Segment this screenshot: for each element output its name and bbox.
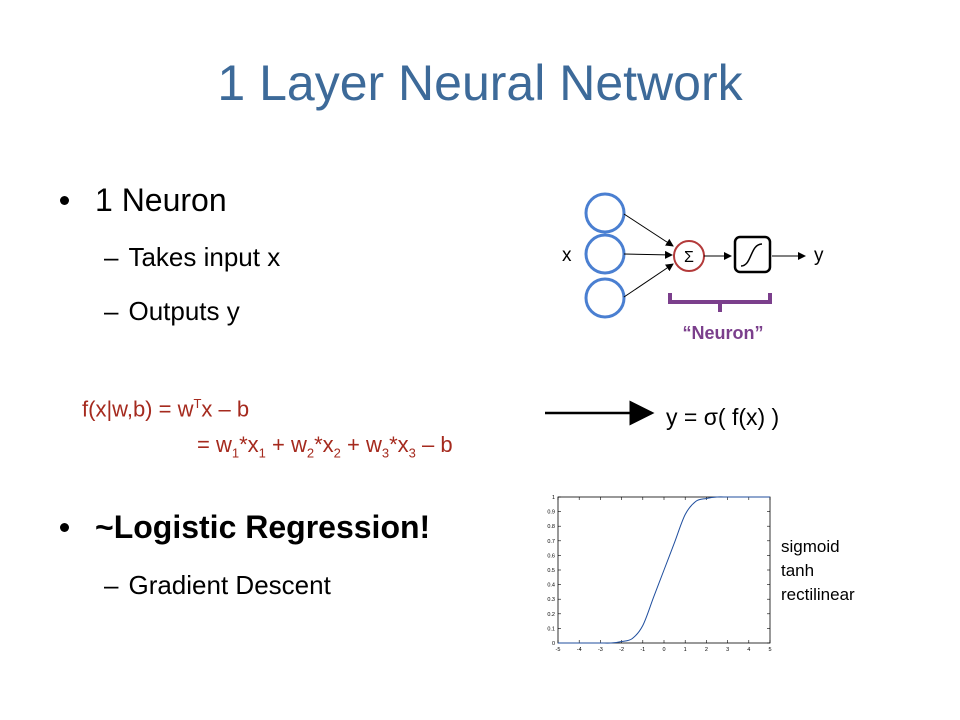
x-tick-label: 5 [768,647,771,653]
bullet-dot [60,523,69,532]
x-tick-label: 1 [684,647,687,653]
x-tick-label: 2 [705,647,708,653]
sub-bullet-output: – Outputs y [104,296,240,327]
activation-list: sigmoid tanh rectilinear [781,535,855,607]
x-tick-label: 4 [747,647,750,653]
bullet-text: 1 Neuron [95,182,227,218]
formula-line1: f(x|w,b) = wTx – b [82,396,249,422]
formula-subscript: 1 [231,445,240,461]
x-tick-label: -4 [577,647,582,653]
formula-sup: T [193,396,202,411]
y-tick-label: 0.4 [547,583,555,589]
formula-term: + w [340,432,382,457]
slide-title: 1 Layer Neural Network [217,55,743,111]
input-node [584,192,626,234]
edge [623,250,673,259]
bullet-dot [60,196,69,205]
x-tick-label: -3 [598,647,603,653]
bullet-1neuron: 1 Neuron [60,182,227,219]
formula-term: – b [415,432,453,457]
y-tick-label: 0.2 [547,612,555,618]
y-tick-label: 0.9 [547,510,555,516]
x-tick-label: 3 [726,647,729,653]
sigmoid-chart: 0 0.1 0.2 0.3 0.4 0.5 0.6 0.7 0.8 0.9 1 -5 -4 -3 -2 -1 0… [547,495,771,653]
y-tick-label: 1 [552,495,555,501]
sum-node [673,240,705,272]
formula-suffix: x – b [201,396,250,422]
formula-term: = w [197,432,232,457]
y-tick-label: 0.6 [547,553,555,559]
formula-subscript: 2 [306,445,315,461]
y-tick-label: 0.5 [547,568,555,574]
activation-box [733,235,772,274]
edge [623,263,674,298]
formula-subscript: 1 [258,445,266,461]
x-tick-label: -2 [619,647,624,653]
neuron-label: “Neuron” [683,323,764,343]
formula-prefix: f(x|w,b) = w [82,396,194,422]
sigmoid-series-line [558,496,770,644]
activation-item: sigmoid [781,537,840,556]
output-equation: y = σ( f(x) ) [666,404,780,430]
y-tick-label: 0.8 [547,524,555,530]
activation-item: rectilinear [781,585,855,604]
x-tick-label: 0 [662,647,665,653]
y-tick-label: 0.7 [547,539,555,545]
x-label: x [562,245,572,266]
neuron-brace [668,293,772,312]
x-tick-label: -5 [556,647,561,653]
x-tick-label: -1 [640,647,645,653]
formula-term: *x [314,432,334,457]
input-node [584,233,626,275]
dash: – [104,296,119,326]
dash: – [104,570,119,600]
formula-subscript: 3 [381,445,390,461]
activation-item: tanh [781,561,815,580]
sum-symbol: Σ [684,249,694,266]
y-tick-label: 0 [552,641,555,647]
sub-bullet-text: Outputs y [128,296,240,326]
sub-bullet-input: – Takes input x [104,242,280,273]
formula-line2: = w1*x1 + w2*x2 + w3*x3 – b [197,432,453,460]
y-tick-label: 0.1 [547,626,555,632]
formula-subscript: 3 [408,445,416,461]
formula-subscript: 2 [333,445,341,461]
input-node [584,277,626,319]
sub-bullet-text: Takes input x [128,242,281,272]
formula-term: *x [239,432,259,457]
formula-term: *x [389,432,409,457]
sigmoid-glyph-icon [740,243,763,267]
dash: – [104,242,119,272]
sub-bullet-text: Gradient Descent [128,570,331,600]
y-label: y [814,245,824,266]
bullet-text: ~Logistic Regression! [95,509,431,545]
y-tick-label: 0.3 [547,597,555,603]
edge [623,213,674,247]
formula-term: + w [265,432,307,457]
sub-bullet-gradient: – Gradient Descent [104,570,331,601]
bullet-logreg: ~Logistic Regression! [60,509,430,546]
